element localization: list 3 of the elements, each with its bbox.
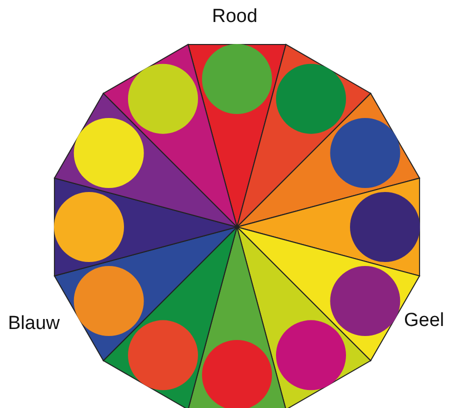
color-label: Geel	[404, 310, 444, 332]
color-label: Rood	[212, 6, 258, 28]
color-label: Blauw	[8, 313, 60, 335]
